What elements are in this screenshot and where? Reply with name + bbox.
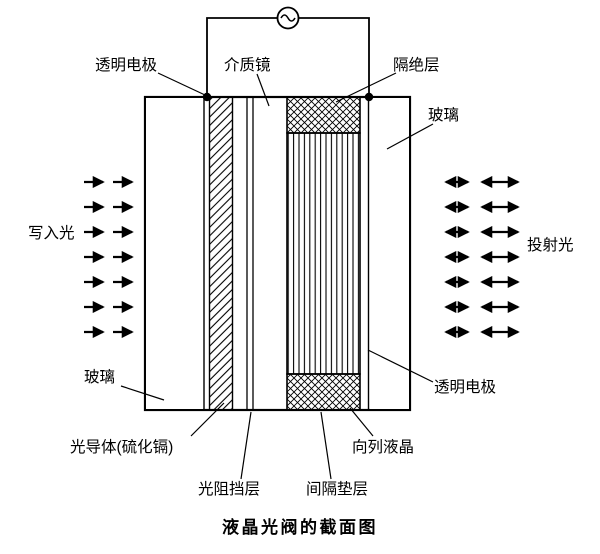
- label-spacer-layer: 间隔垫层: [306, 480, 368, 498]
- label-dielectric-mirror: 介质镜: [224, 55, 271, 74]
- leader-dielectric-mirror: [256, 73, 270, 107]
- label-glass-right: 玻璃: [428, 106, 459, 124]
- liquid-crystal-region: [286, 132, 361, 375]
- leader-transparent-electrode-top: [157, 72, 206, 96]
- glass-left-region: [146, 98, 203, 409]
- leader-transparent-electrode-right: [367, 349, 434, 383]
- wire-right: [298, 17, 370, 96]
- label-writing-light: 写入光: [28, 224, 75, 242]
- leader-glass-right: [386, 123, 434, 150]
- leader-insulation-layer: [335, 72, 397, 103]
- terminal-dot-right: [364, 92, 374, 102]
- leader-light-blocking-layer: [240, 411, 252, 480]
- leader-glass-left: [120, 385, 165, 401]
- leader-nematic-liquid-crystal: [349, 407, 374, 437]
- spacer-layer-block: [286, 373, 361, 411]
- label-glass-left: 玻璃: [84, 368, 115, 386]
- wire-left: [206, 17, 278, 96]
- leader-spacer-layer: [320, 411, 332, 480]
- label-nematic-liquid-crystal: 向列液晶: [352, 438, 414, 456]
- label-projection-light: 投射光: [527, 236, 574, 254]
- glass-right-region: [370, 98, 409, 409]
- insulation-layer-block: [286, 96, 361, 134]
- label-transparent-electrode-top: 透明电极: [95, 56, 157, 74]
- label-light-blocking-layer: 光阻挡层: [198, 480, 260, 498]
- ac-sine-wave-icon: [280, 14, 296, 22]
- photoconductor-layer: [208, 96, 234, 411]
- label-insulation-layer: 隔绝层: [393, 56, 440, 74]
- leader-photoconductor: [190, 402, 225, 437]
- label-transparent-electrode-right: 透明电极: [434, 378, 496, 396]
- label-photoconductor: 光导体(硫化镉): [70, 438, 173, 456]
- writing-light-arrows: [84, 182, 132, 332]
- figure-caption: 液晶光阀的截面图: [222, 517, 378, 537]
- projection-light-arrows: [446, 182, 518, 332]
